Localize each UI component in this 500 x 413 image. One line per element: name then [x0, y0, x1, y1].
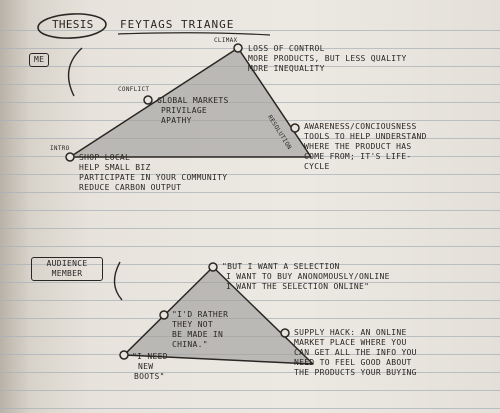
me-bracket [67, 47, 83, 97]
conflict-tag: CONFLICT [118, 86, 150, 93]
resolution-line: COME FROM; IT'S LIFE- [304, 152, 412, 161]
conflict-notes: GLOBAL MARKETS PRIVILAGE APATHY [157, 96, 229, 126]
climax-tag: CLIMAX [214, 37, 238, 44]
intro-line: SHOP LOCAL [79, 153, 131, 162]
conflict-node [143, 95, 153, 105]
ruled-line [0, 48, 500, 49]
resolution-node [290, 123, 300, 133]
middle-line: CHINA." [172, 340, 208, 349]
climax-node [233, 43, 243, 53]
thesis-label: THESIS [52, 18, 94, 31]
climax-line: LOSS OF CONTROL [248, 44, 325, 53]
supply-hack-line: THE PRODUCTS YOUR BUYING [294, 368, 417, 377]
page-title: FEYTAGS TRIANGE [120, 18, 235, 31]
apex-notes: "BUT I WANT A SELECTION I WANT TO BUY AN… [222, 262, 390, 292]
top-triangle [69, 47, 312, 158]
apex-line: I WANT THE SELECTION ONLINE" [226, 282, 370, 291]
apex-node [208, 262, 218, 272]
middle-node [159, 310, 169, 320]
audience-bracket [113, 261, 123, 301]
base-node [119, 350, 129, 360]
ruled-line [0, 210, 500, 211]
intro-notes: SHOP LOCAL HELP SMALL BIZ PARTICIPATE IN… [79, 153, 227, 193]
ruled-line [0, 282, 500, 283]
conflict-line: APATHY [161, 116, 192, 125]
base-line: BOOTS" [134, 372, 165, 381]
climax-line: MORE PRODUCTS, BUT LESS QUALITY [248, 54, 407, 63]
resolution-line: AWARENESS/CONCIOUSNESS [304, 122, 417, 131]
ruled-line [0, 390, 500, 391]
ruled-line [0, 30, 500, 31]
intro-tag: INTRO [50, 145, 70, 152]
intro-line: PARTICIPATE IN YOUR COMMUNITY [79, 173, 228, 182]
base-line: "I NEED [132, 352, 168, 361]
middle-line: BE MADE IN [172, 330, 224, 339]
supply-hack-line: NEED TO FEEL GOOD ABOUT [294, 358, 412, 367]
ruled-line [0, 300, 500, 301]
conflict-line: PRIVILAGE [161, 106, 208, 115]
resolution-line: WHERE THE PRODUCT HAS [304, 142, 412, 151]
me-label: ME [29, 53, 50, 67]
resolution-notes: AWARENESS/CONCIOUSNESS TOOLS TO HELP UND… [304, 122, 427, 172]
middle-notes: "I'D RATHER THEY NOT BE MADE IN CHINA." [172, 310, 228, 350]
middle-line: "I'D RATHER [172, 310, 229, 319]
bottom-triangle [123, 266, 314, 365]
supply-hack-line: MARKET PLACE WHERE YOU [294, 338, 407, 347]
climax-notes: LOSS OF CONTROL MORE PRODUCTS, BUT LESS … [248, 44, 407, 74]
ruled-line [0, 408, 500, 409]
apex-line: "BUT I WANT A SELECTION [222, 262, 340, 271]
supply-hack-line: CAN GET ALL THE INFO YOU [294, 348, 417, 357]
apex-line: I WANT TO BUY ANONOMOUSLY/ONLINE [226, 272, 390, 281]
intro-line: REDUCE CARBON OUTPUT [79, 183, 182, 192]
conflict-line: GLOBAL MARKETS [157, 96, 229, 105]
base-notes: "I NEED NEW BOOTS" [132, 352, 168, 382]
middle-line: THEY NOT [172, 320, 213, 329]
ruled-line [0, 228, 500, 229]
ruled-line [0, 174, 500, 175]
audience-member-label: AUDIENCE MEMBER [31, 257, 103, 281]
climax-line: MORE INEQUALITY [248, 64, 325, 73]
title-underline [117, 32, 271, 36]
resolution-line: CYCLE [304, 162, 330, 171]
supply-hack-notes: SUPPLY HACK: AN ONLINE MARKET PLACE WHER… [294, 328, 417, 378]
base-line: NEW [138, 362, 154, 371]
resolution-line: TOOLS TO HELP UNDERSTAND [304, 132, 427, 141]
thesis-oval [37, 13, 107, 39]
right-node [280, 328, 290, 338]
intro-line: HELP SMALL BIZ [79, 163, 151, 172]
intro-node [65, 152, 75, 162]
ruled-line [0, 372, 500, 373]
ruled-line [0, 264, 500, 265]
ruled-line [0, 192, 500, 193]
supply-hack-line: SUPPLY HACK: AN ONLINE [294, 328, 407, 337]
ruled-line [0, 246, 500, 247]
